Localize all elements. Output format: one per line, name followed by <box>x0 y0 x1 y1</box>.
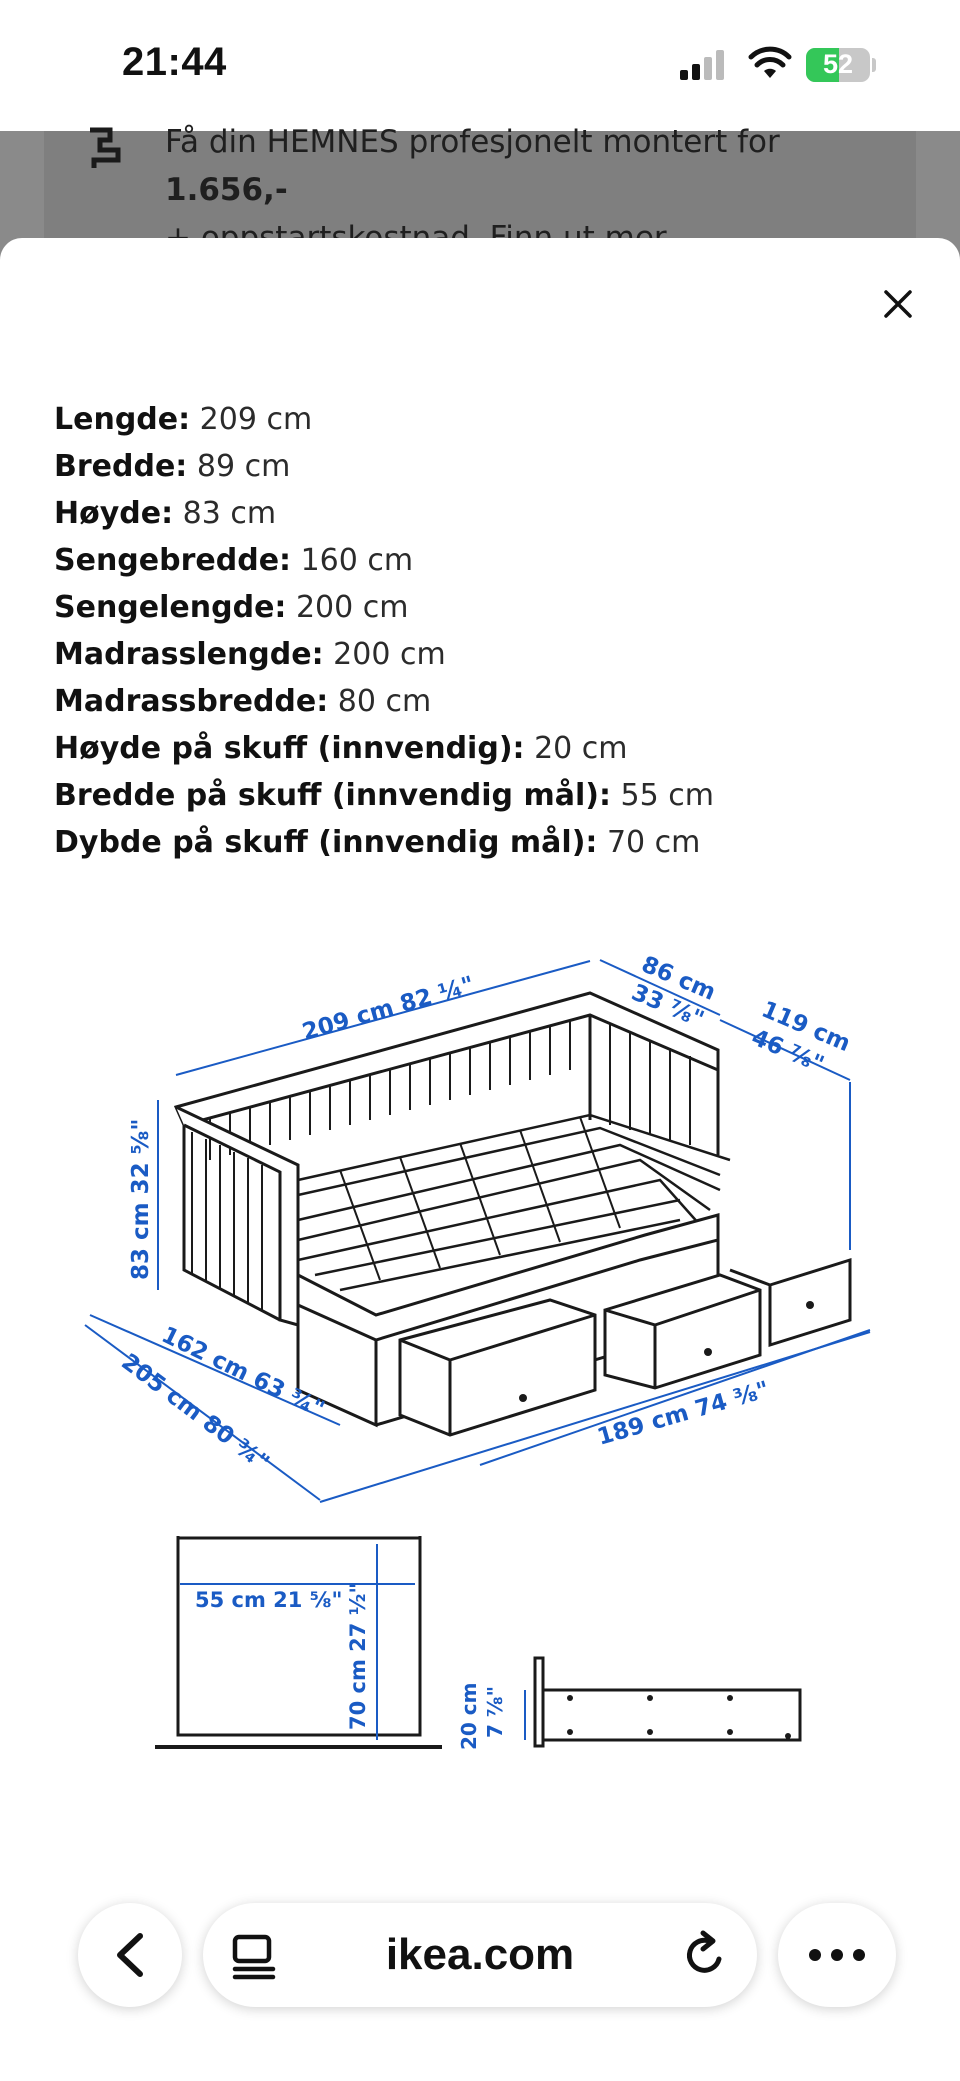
dimension-row: Lengde: 209 cm <box>54 396 714 443</box>
dimension-row: Madrassbredde: 80 cm <box>54 678 714 725</box>
dimension-value: 200 cm <box>295 590 409 625</box>
dimensions-sheet <box>0 238 960 2081</box>
assembly-tool-icon <box>90 127 121 168</box>
dimension-label: Bredde på skuff (innvendig mål): <box>54 778 611 813</box>
status-bar: 21:44 52 <box>0 0 960 131</box>
close-button[interactable] <box>876 282 920 326</box>
dim-front-length: 189 cm 74 ⅜" <box>594 1377 772 1451</box>
dimension-value: 160 cm <box>300 543 414 578</box>
dimension-label: Lengde: <box>54 402 191 437</box>
address-bar[interactable]: ikea.com <box>203 1903 757 2007</box>
dimension-value: 83 cm <box>182 496 277 531</box>
assembly-banner <box>44 131 916 241</box>
daybed-dimension-drawing: 209 cm 82 ¼" 86 cm 33 ⅞" 119 cm 46 ⅞" 83… <box>84 952 871 1751</box>
dim-drawer-height: 20 cm <box>457 1683 481 1751</box>
close-icon <box>884 290 912 318</box>
banner-price: 1.656,- <box>165 172 288 208</box>
chevron-left-icon <box>117 1933 143 1977</box>
dim-drawer-height-in: 7 ⅞" <box>483 1686 507 1738</box>
dimension-row: Høyde: 83 cm <box>54 490 714 537</box>
dimension-row: Sengebredde: 160 cm <box>54 537 714 584</box>
dimension-row: Madrasslengde: 200 cm <box>54 631 714 678</box>
battery-level: 52 <box>822 49 854 79</box>
dimension-label: Sengebredde: <box>54 543 292 578</box>
dim-drawer-depth: 70 cm 27 ½" <box>346 1583 370 1730</box>
dimension-label: Sengelengde: <box>54 590 287 625</box>
url-text: ikea.com <box>385 1930 575 1979</box>
dimension-label: Madrasslengde: <box>54 637 324 672</box>
dimension-value: 209 cm <box>199 402 313 437</box>
dimension-label: Dybde på skuff (innvendig mål): <box>54 825 598 860</box>
dimension-value: 80 cm <box>337 684 432 719</box>
more-button[interactable] <box>778 1903 896 2007</box>
dimension-label: Bredde: <box>54 449 188 484</box>
cellular-signal-icon <box>680 50 724 80</box>
dimension-label: Høyde på skuff (innvendig): <box>54 731 525 766</box>
dimension-value: 20 cm <box>534 731 628 766</box>
dimension-value: 200 cm <box>333 637 446 672</box>
clock: 21:44 <box>122 40 227 84</box>
banner-text-line1: Få din HEMNES profesjonelt montert for <box>165 124 780 160</box>
dim-drawer-width: 55 cm 21 ⅝" <box>195 1588 342 1612</box>
dimension-row: Bredde: 89 cm <box>54 443 714 490</box>
battery-icon: 52 <box>806 48 870 82</box>
dimension-value: 55 cm <box>620 778 714 813</box>
dimension-row: Sengelengde: 200 cm <box>54 584 714 631</box>
back-button[interactable] <box>78 1903 182 2007</box>
dimension-value: 89 cm <box>196 449 291 484</box>
dim-height: 83 cm 32 ⅝" <box>128 1119 154 1280</box>
reader-mode-icon[interactable] <box>229 1929 281 1981</box>
dimension-row: Bredde på skuff (innvendig mål): 55 cm <box>54 772 714 819</box>
more-dots-icon <box>809 1949 865 1961</box>
dimension-value: 70 cm <box>606 825 701 860</box>
wifi-icon <box>748 46 792 78</box>
dimension-row: Dybde på skuff (innvendig mål): 70 cm <box>54 819 714 866</box>
reload-icon[interactable] <box>679 1929 731 1981</box>
dimension-label: Madrassbredde: <box>54 684 329 719</box>
dimension-label: Høyde: <box>54 496 174 531</box>
dimension-row: Høyde på skuff (innvendig): 20 cm <box>54 725 714 772</box>
